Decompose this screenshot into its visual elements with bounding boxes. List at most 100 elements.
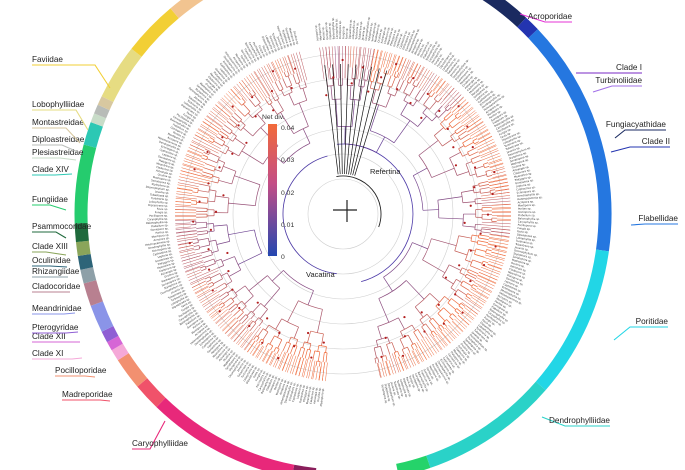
tip-label: Madrepora sp. — [373, 23, 380, 42]
time-ring — [307, 178, 379, 250]
tip-branch — [446, 326, 457, 339]
tip-branch — [189, 144, 205, 152]
node-arc — [215, 240, 219, 251]
tip-label: Fungia sp. — [517, 226, 531, 231]
branch — [293, 345, 298, 356]
tip-branch — [387, 53, 393, 69]
tip-branch — [286, 354, 294, 373]
tip-branch — [194, 134, 221, 150]
node-dot — [218, 310, 221, 313]
branch — [394, 89, 398, 97]
tip-branch — [401, 60, 412, 80]
branch — [451, 298, 460, 306]
tip-label: Lobophyllia sp. — [351, 20, 356, 40]
branch — [298, 102, 309, 127]
branch — [262, 331, 269, 341]
tip-branch — [175, 219, 191, 221]
tip-label: Acropora sp. — [497, 294, 513, 305]
branch — [206, 158, 218, 164]
tip-branch — [312, 365, 316, 380]
tip-branch — [195, 286, 209, 295]
branch — [197, 196, 209, 199]
tip-label: Cyphastrea sp. — [398, 29, 408, 49]
node-dot — [426, 92, 429, 96]
colorbar-gradient — [268, 124, 277, 256]
branch — [302, 88, 308, 101]
tip-branch — [373, 49, 379, 71]
branch — [231, 115, 240, 123]
branch — [445, 125, 451, 130]
family-label: Fungiidae — [32, 195, 68, 204]
branch — [387, 68, 390, 75]
branch — [446, 319, 451, 324]
branch — [470, 240, 478, 243]
branch — [448, 117, 457, 125]
node-arc — [316, 360, 321, 362]
branch — [385, 355, 388, 361]
tip-branch — [488, 178, 508, 183]
tip-branch — [435, 329, 448, 346]
branch — [416, 81, 420, 88]
node-dot — [221, 136, 224, 139]
tip-branch — [228, 91, 239, 102]
branch — [363, 79, 366, 88]
branch — [448, 264, 462, 271]
tip-branch — [293, 53, 303, 82]
branch — [256, 113, 266, 124]
branch — [298, 82, 301, 90]
tip-branch — [218, 101, 234, 115]
node-dot — [231, 105, 234, 108]
node-arc — [300, 86, 307, 90]
tip-branch — [488, 238, 509, 242]
node-dot — [479, 232, 482, 235]
tip-branch — [285, 354, 293, 372]
tip-branch — [217, 102, 233, 116]
branch — [234, 112, 242, 120]
family-leader-line — [32, 231, 67, 239]
tip-branch — [182, 257, 203, 265]
tip-branch — [469, 290, 487, 302]
branch — [478, 237, 489, 240]
node-arc — [230, 297, 235, 302]
tip-branch — [194, 285, 209, 294]
family-leader-line — [132, 420, 166, 450]
tip-branch — [175, 196, 197, 200]
tip-branch — [277, 59, 284, 73]
branch — [192, 191, 198, 194]
branch — [330, 85, 333, 100]
branch — [433, 330, 437, 336]
tip-branch — [238, 81, 249, 94]
branch — [437, 196, 463, 201]
tip-branch — [418, 346, 427, 360]
tip-branch — [487, 155, 501, 161]
node-dot — [293, 345, 296, 348]
tip-branch — [422, 338, 435, 356]
tip-branch — [362, 47, 367, 69]
branch — [207, 281, 213, 286]
node-arc — [422, 112, 433, 122]
tip-branch — [365, 47, 370, 70]
tip-branch — [352, 46, 355, 68]
branch — [288, 93, 295, 106]
node-arc — [474, 168, 478, 178]
branch — [409, 78, 413, 84]
node-arc — [474, 248, 477, 255]
branch — [435, 305, 441, 312]
node-dot — [222, 194, 225, 197]
tip-branch — [480, 150, 499, 158]
family-arc — [75, 240, 91, 257]
tip-branch — [475, 279, 494, 290]
branch — [430, 332, 435, 338]
tip-label: Meandrina sp. — [508, 270, 527, 280]
family-arc — [111, 343, 129, 361]
branch — [468, 248, 476, 252]
family-leader-line — [32, 144, 79, 153]
family-leader-line — [62, 399, 111, 402]
branch — [434, 127, 444, 136]
node-dot — [214, 210, 218, 213]
branch — [434, 94, 438, 100]
tip-branch — [481, 195, 510, 199]
tip-label: Dipsastraea sp. — [402, 377, 413, 397]
tip-branch — [282, 57, 289, 71]
branch — [215, 195, 229, 199]
